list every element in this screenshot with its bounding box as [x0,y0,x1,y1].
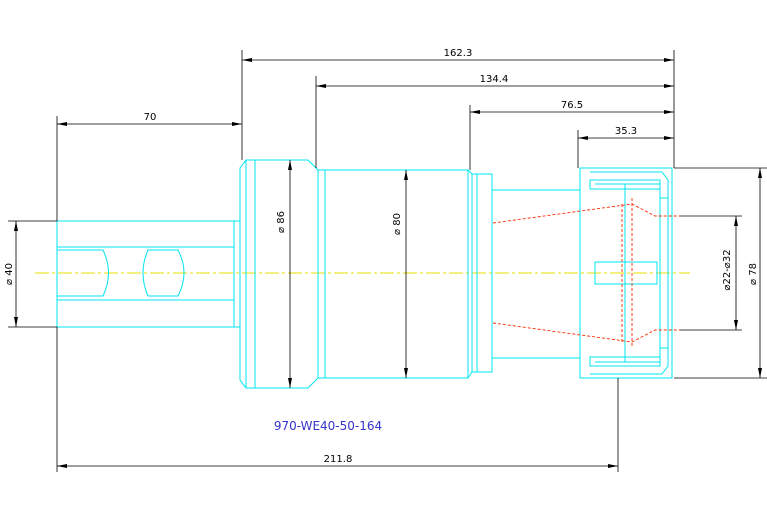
neck [491,189,581,359]
dim-dia-22-32: ⌀22-⌀32 [722,249,733,290]
shank-flat-1 [57,249,109,297]
part-code-label: 970-WE40-50-164 [274,419,382,433]
dim-162-3: 162.3 [444,48,473,59]
dim-dia-86: ⌀ 86 [276,211,287,233]
clamping-nut [579,167,673,379]
dim-dia-80: ⌀ 80 [392,213,403,235]
dim-70: 70 [144,112,157,123]
dim-dia-78: ⌀ 78 [748,263,759,285]
flange [239,159,319,389]
holder-outline [56,159,673,389]
dim-76-5: 76.5 [561,100,583,111]
shank-flat-2 [142,249,185,297]
dimension-lines [8,50,767,472]
dim-211-8: 211.8 [324,454,353,465]
body [318,169,473,379]
dim-35-3: 35.3 [615,126,637,137]
hidden-lines [492,198,680,348]
shank [56,220,241,328]
dim-dia-40: ⌀ 40 [4,263,15,285]
dim-134-4: 134.4 [480,74,509,85]
